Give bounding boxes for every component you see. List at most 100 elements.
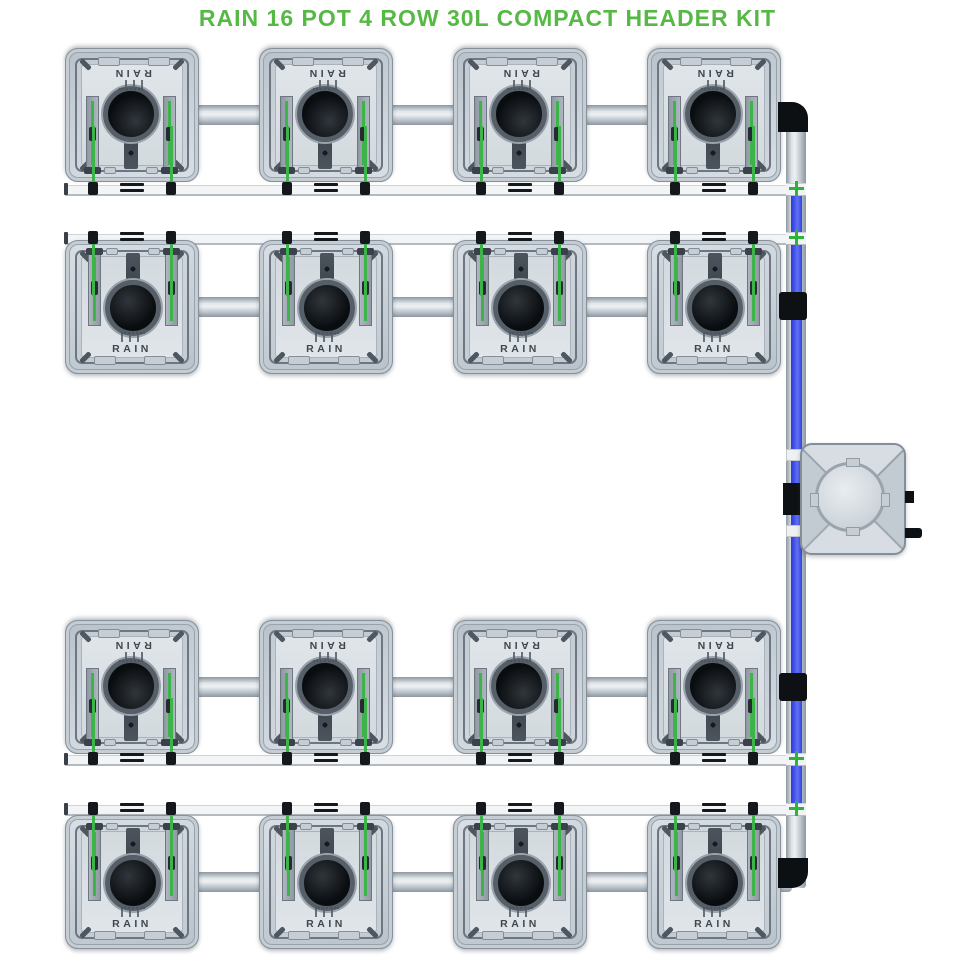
- drip-feed-line: [286, 807, 289, 871]
- edge-clip: [340, 739, 352, 746]
- edge-clip: [104, 739, 116, 746]
- rain-drips-logo-icon: [119, 652, 143, 662]
- drip-feed-line: [170, 698, 173, 761]
- edge-clip: [148, 248, 160, 255]
- edge-clip: [486, 57, 508, 66]
- pipe-clip-mark: [702, 759, 726, 762]
- pot-r4-c1: RAIN: [65, 815, 199, 949]
- pipe-clip-mark: [314, 759, 338, 762]
- header-unit: [800, 443, 906, 555]
- drip-feed-line: [480, 126, 483, 191]
- pot-r1-c1: RAIN: [65, 48, 199, 182]
- edge-clip: [106, 248, 118, 255]
- drip-clip: [748, 802, 758, 815]
- edge-clip: [144, 356, 166, 365]
- drip-feed-line: [92, 698, 95, 761]
- edge-clip: [340, 167, 352, 174]
- drip-feed-line: [364, 236, 367, 296]
- page-title: RAIN 16 POT 4 ROW 30L COMPACT HEADER KIT: [198, 5, 777, 31]
- drip-clip: [476, 231, 486, 244]
- edge-clip: [94, 356, 116, 365]
- drip-feed-line: [364, 126, 367, 191]
- row2-return-pipe: [65, 234, 806, 245]
- pipe-clip-mark: [702, 803, 726, 806]
- rain-drips-logo-icon: [121, 907, 145, 917]
- drip-feed-line: [558, 698, 561, 761]
- edge-clip: [686, 167, 698, 174]
- drip-clip: [670, 802, 680, 815]
- drip-clip: [554, 182, 564, 195]
- pot-hole: [493, 855, 549, 911]
- pot-brand-label: RAIN: [112, 918, 152, 930]
- pot-brand-label: RAIN: [306, 343, 346, 355]
- edge-clip: [492, 167, 504, 174]
- junction-marker-icon: [789, 801, 804, 816]
- edge-clip: [288, 931, 310, 940]
- elbow-fitting: [778, 102, 808, 132]
- pipe-clip-mark: [314, 232, 338, 235]
- drip-clip: [88, 231, 98, 244]
- drip-clip: [748, 182, 758, 195]
- pot-r2-c3: RAIN: [453, 240, 587, 374]
- drip-clip: [554, 802, 564, 815]
- drip-clip: [166, 231, 176, 244]
- lid-tab: [846, 458, 860, 467]
- header-port: [905, 491, 914, 503]
- pot-brand-label: RAIN: [694, 343, 734, 355]
- pot-brand-label: RAIN: [500, 67, 540, 79]
- pot-hole: [103, 86, 159, 142]
- pot-brand-label: RAIN: [112, 343, 152, 355]
- pot-hole: [491, 658, 547, 714]
- edge-clip: [144, 931, 166, 940]
- pot-brand-label: RAIN: [112, 639, 152, 651]
- drip-clip: [166, 752, 176, 765]
- pot-hole: [297, 86, 353, 142]
- pipe-clip-mark: [120, 238, 144, 241]
- edge-clip: [680, 629, 702, 638]
- drip-clip: [88, 802, 98, 815]
- pipe-clip-mark: [314, 809, 338, 812]
- rain-drips-logo-icon: [313, 652, 337, 662]
- edge-clip: [98, 57, 120, 66]
- drip-feed-line: [674, 126, 677, 191]
- elbow-fitting: [778, 858, 808, 888]
- tee-fitting: [779, 292, 807, 320]
- edge-clip: [338, 931, 360, 940]
- pot-brand-label: RAIN: [694, 918, 734, 930]
- edge-clip: [536, 629, 558, 638]
- pot-brand-label: RAIN: [500, 918, 540, 930]
- edge-clip: [730, 57, 752, 66]
- pipe-clip-mark: [314, 183, 338, 186]
- edge-clip: [148, 629, 170, 638]
- edge-clip: [676, 931, 698, 940]
- pipe-clip-mark: [120, 232, 144, 235]
- edge-clip: [342, 629, 364, 638]
- drip-clip: [282, 182, 292, 195]
- drip-clip: [670, 182, 680, 195]
- drip-clip: [748, 231, 758, 244]
- pot-brand-label: RAIN: [112, 67, 152, 79]
- pipe-clip-mark: [508, 809, 532, 812]
- drip-feed-line: [170, 807, 173, 871]
- rain-drips-logo-icon: [703, 907, 727, 917]
- drip-clip: [360, 802, 370, 815]
- pot-hole: [297, 658, 353, 714]
- pipe-clip-mark: [508, 759, 532, 762]
- rain-drips-logo-icon: [119, 80, 143, 90]
- edge-clip: [104, 167, 116, 174]
- edge-clip: [146, 167, 158, 174]
- drip-clip: [554, 752, 564, 765]
- return-pipe-end-cap: [64, 183, 68, 195]
- edge-clip: [494, 823, 506, 830]
- edge-clip: [94, 931, 116, 940]
- drip-clip: [554, 231, 564, 244]
- edge-clip: [106, 823, 118, 830]
- edge-clip: [680, 57, 702, 66]
- pipe-clip-mark: [702, 232, 726, 235]
- return-pipe-end-cap: [64, 232, 68, 244]
- row3-return-pipe: [65, 755, 806, 766]
- drip-clip: [166, 182, 176, 195]
- pot-hole: [687, 280, 743, 336]
- pipe-clip-mark: [314, 189, 338, 192]
